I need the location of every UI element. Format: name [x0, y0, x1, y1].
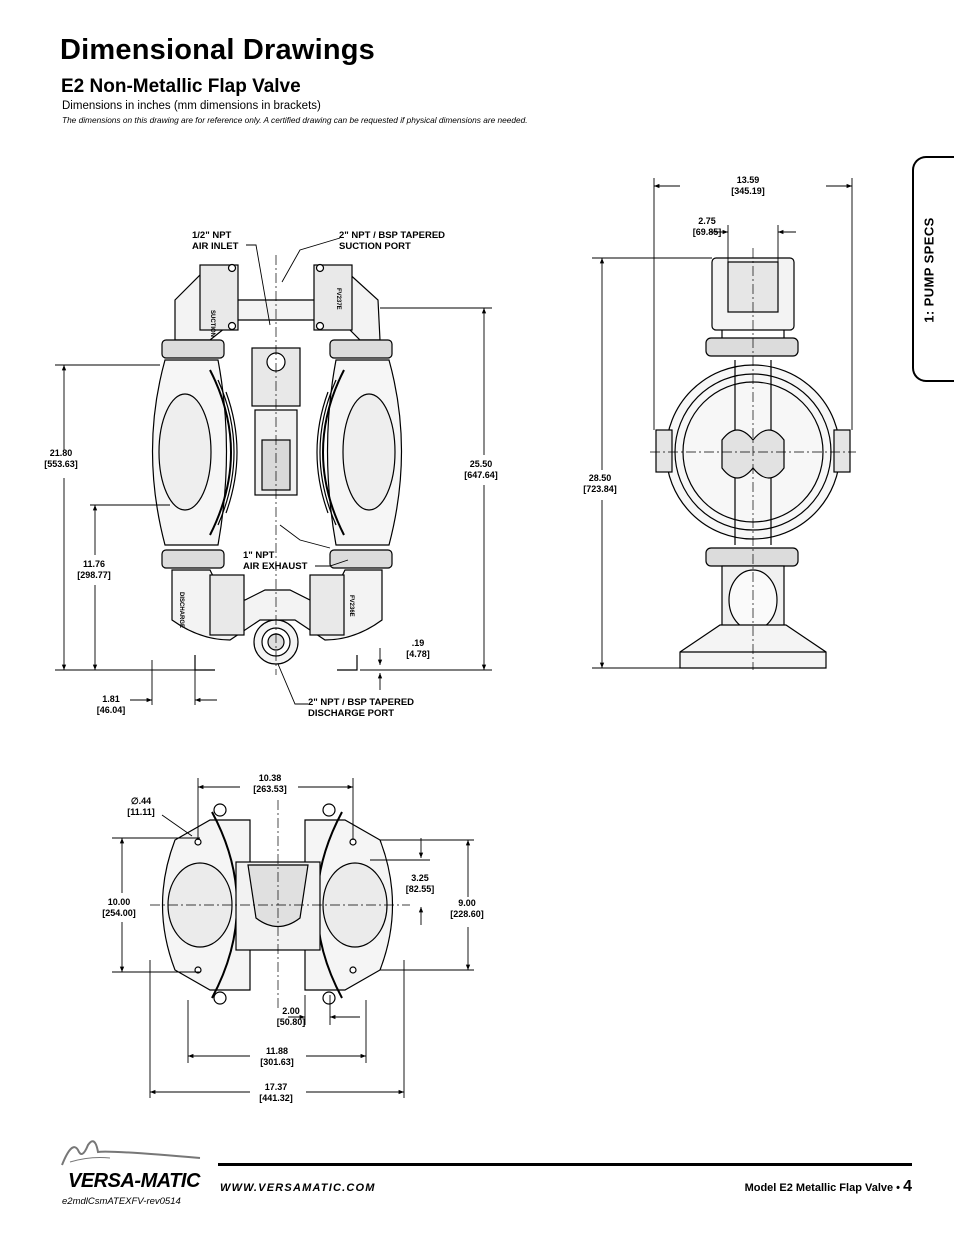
footer-rule [218, 1163, 912, 1166]
units-note: Dimensions in inches (mm dimensions in b… [62, 100, 321, 112]
dim-front-foot: .19[4.78] [406, 638, 430, 659]
disclaimer-note: The dimensions on this drawing are for r… [62, 115, 528, 125]
front-view-labels: SUCTION FV237E DISCHARGE FV236E [178, 288, 354, 628]
dim-base-width-overall: 17.37[441.32] [259, 1082, 293, 1103]
document-id: e2mdlCsmATEXFV-rev0514 [62, 1196, 181, 1207]
plan-view-dimensions [112, 778, 474, 1098]
dim-base-slot: 2.00[50.80] [276, 1006, 306, 1027]
section-tab[interactable] [912, 156, 954, 382]
dim-base-depth-left: 10.00[254.00] [102, 897, 136, 918]
page-subtitle: E2 Non-Metallic Flap Valve [61, 76, 301, 97]
dim-base-depth-right: 9.00[228.60] [450, 898, 484, 919]
dim-side-width: 13.59[345.19] [731, 175, 765, 196]
dim-side-height: 28.50[723.84] [583, 473, 617, 494]
front-view [151, 255, 403, 675]
page-number: 4 [903, 1178, 912, 1195]
fv-label-1: FV237E [335, 288, 341, 310]
page-title: Dimensional Drawings [60, 34, 376, 66]
brand-logo-mark [61, 1140, 201, 1166]
dim-base-hole: ∅.44[11.11] [127, 796, 155, 817]
suction-label: SUCTION [209, 310, 215, 337]
dim-base-width-mid: 11.88[301.63] [260, 1046, 294, 1067]
fv-label-2: FV236E [348, 595, 354, 617]
website-link[interactable]: WWW.VERSAMATIC.COM [220, 1182, 376, 1194]
dim-front-height-left: 21.80[553.63] [44, 448, 78, 469]
dim-front-exhaust-height: 11.76[298.77] [77, 559, 111, 580]
dim-side-port: 2.75[69.85] [692, 216, 722, 237]
dim-base-top-width: 10.38[263.53] [253, 773, 287, 794]
side-view [650, 248, 856, 670]
brand-logo: VERSA-MATIC [68, 1170, 200, 1192]
plan-view [150, 800, 410, 1010]
dim-front-discharge-offset: 1.81[46.04] [96, 694, 126, 715]
discharge-label-left: DISCHARGE [178, 592, 184, 628]
side-view-dimensions [592, 178, 853, 669]
dim-base-inner: 3.25[82.55] [405, 873, 435, 894]
footer-model: Model E2 Metallic Flap Valve • 4 [744, 1178, 912, 1195]
dim-front-height-right: 25.50[647.64] [464, 459, 498, 480]
front-view-dimensions [55, 237, 492, 705]
